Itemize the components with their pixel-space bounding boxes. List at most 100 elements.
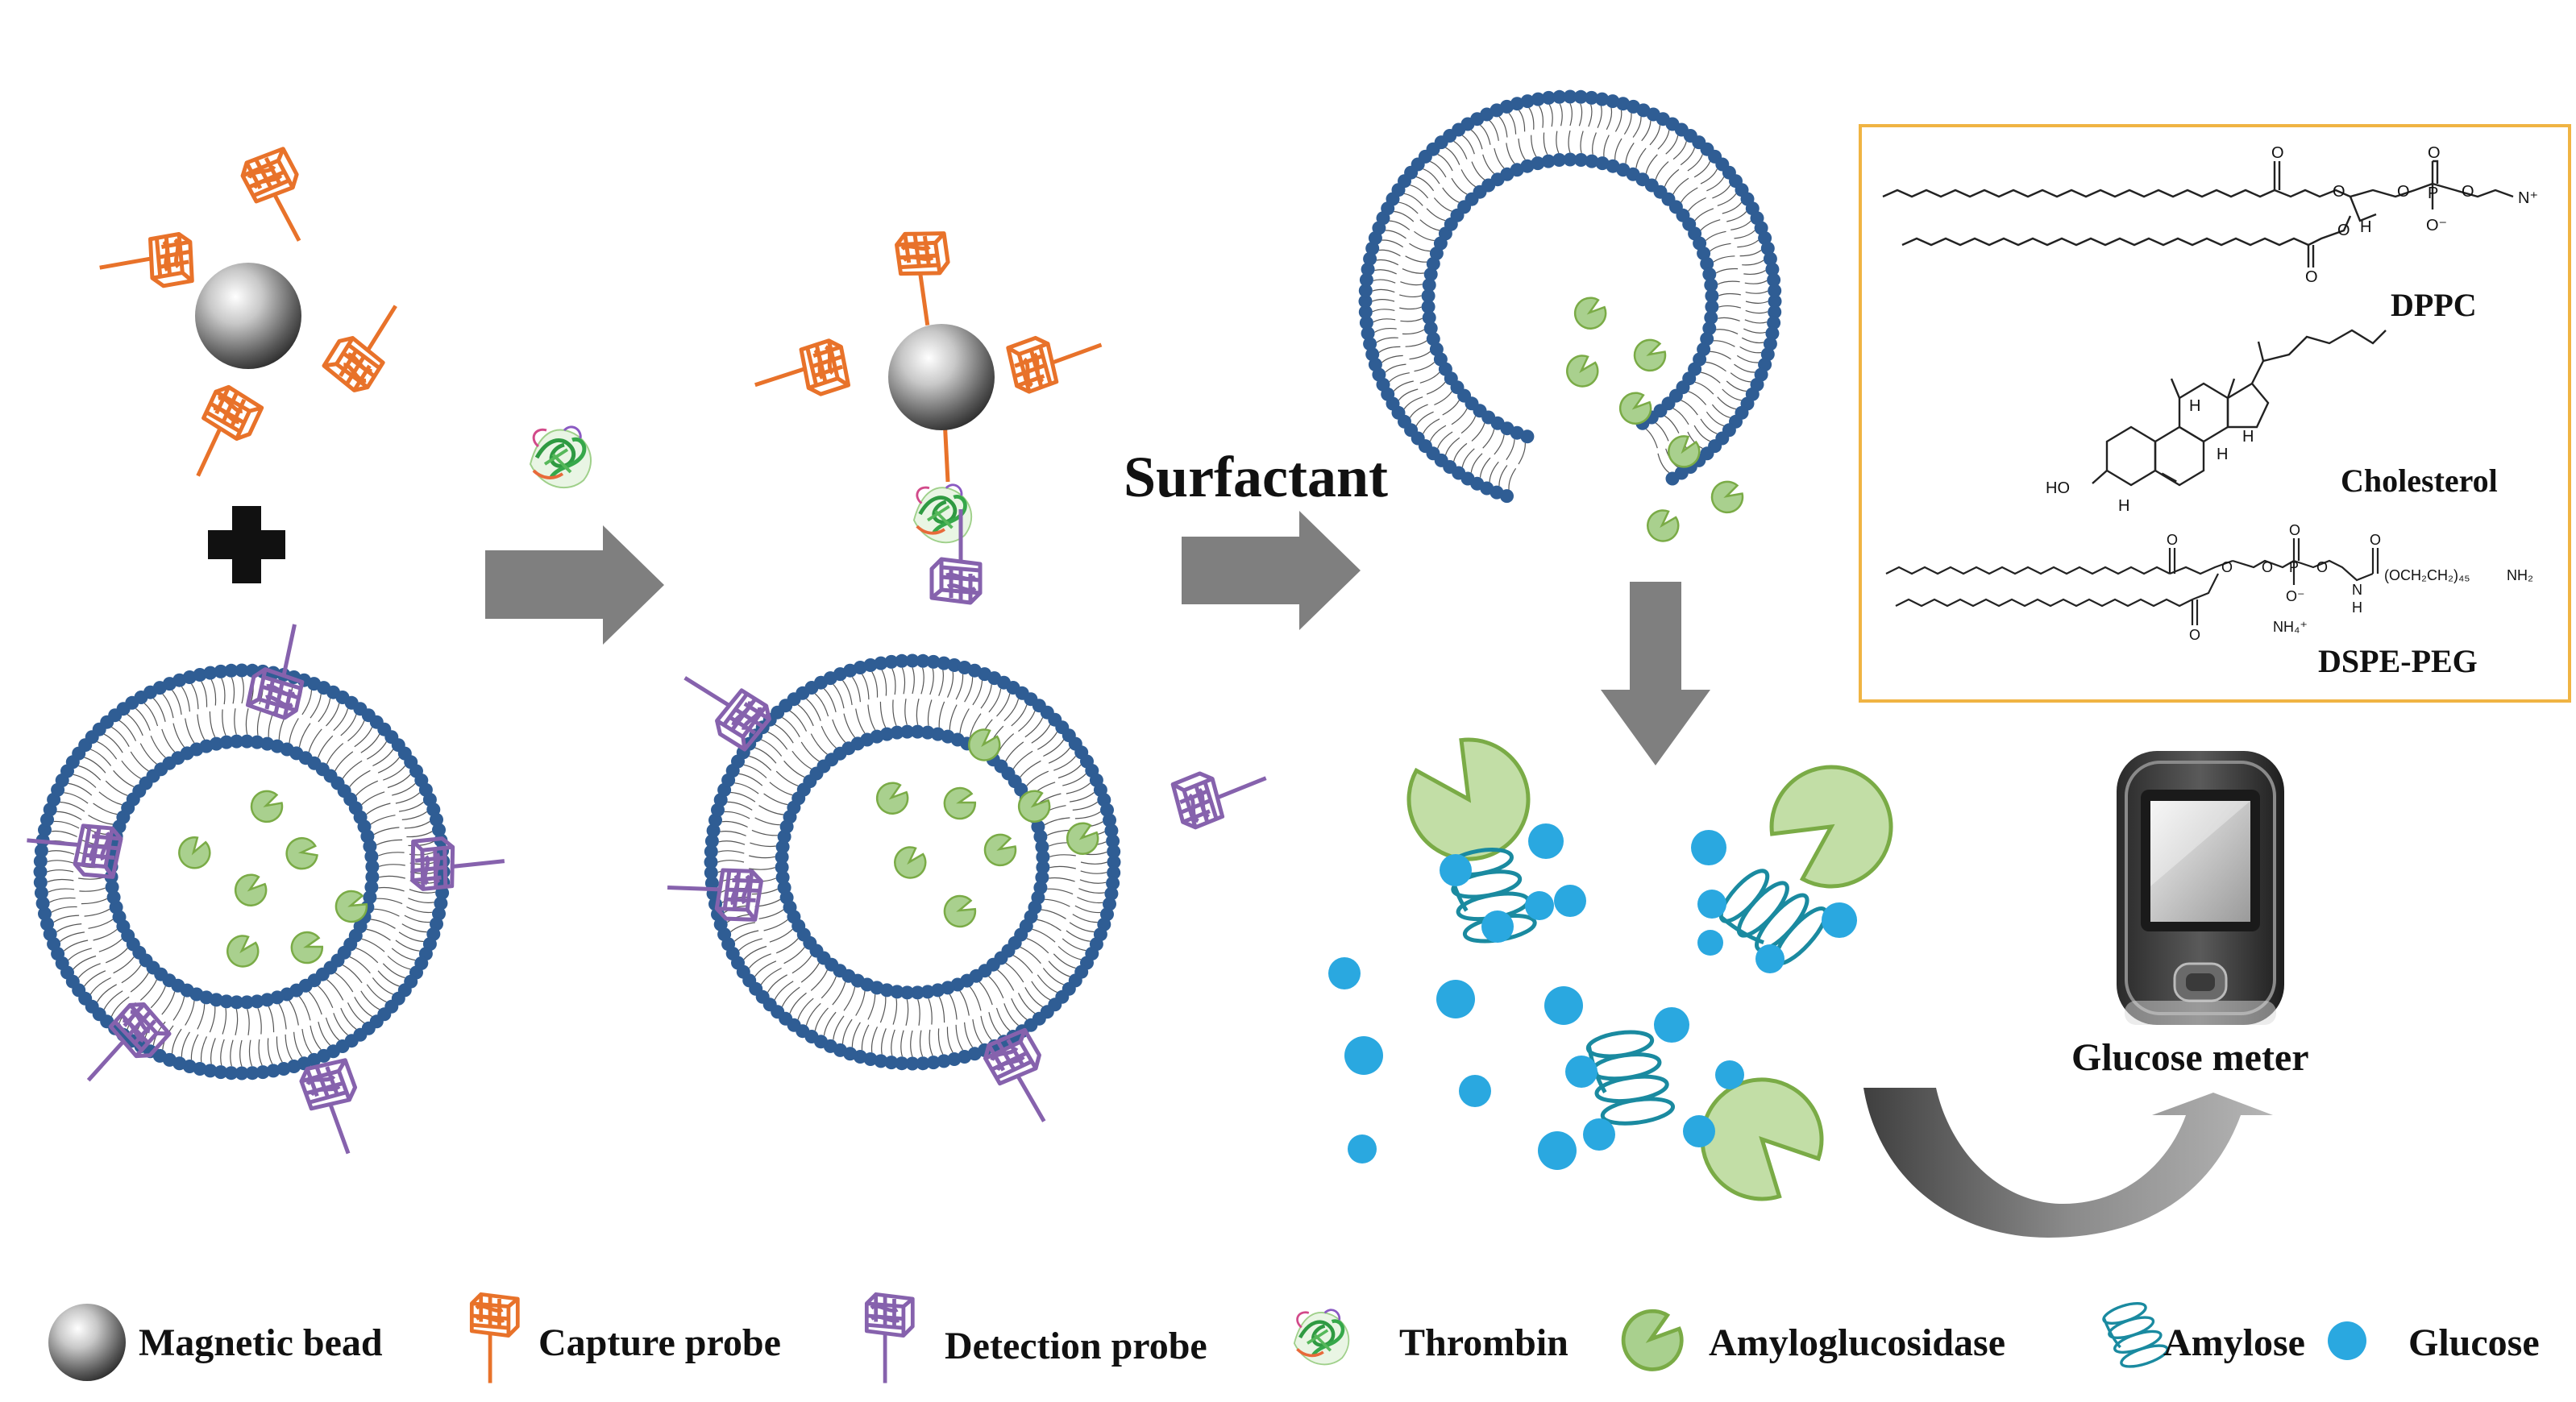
lipid-head-inner (1702, 321, 1717, 335)
lipid-head-outer (33, 875, 48, 890)
lipid-head-outer (40, 917, 54, 931)
lipid-head-inner (230, 734, 244, 749)
lipid-head-outer (1765, 262, 1780, 276)
lipid-head-outer (1531, 92, 1545, 106)
lipid-head-outer (203, 666, 218, 680)
lipid-head-inner (1705, 288, 1719, 303)
lipid-head-inner (1704, 310, 1718, 325)
lipid-head-inner (239, 734, 254, 749)
magnetic-bead (195, 263, 301, 369)
lipid-head-outer (916, 1056, 930, 1071)
legend-amyloglucosidase-icon (1623, 1311, 1681, 1369)
lipid-head-inner (250, 735, 264, 749)
lipid-head-outer (38, 906, 52, 921)
dspe-peg-label: DSPE-PEG (2318, 643, 2478, 679)
lipid-head-outer (276, 1062, 291, 1076)
lipid-head-outer (266, 1064, 280, 1078)
lipid-head-inner (1423, 321, 1438, 335)
lipid-head-outer (256, 1065, 270, 1080)
atom-o: O (2428, 144, 2441, 162)
lipid-head-outer (1760, 347, 1775, 362)
lipid-head-outer (182, 670, 197, 684)
lipid-head-inner (1700, 256, 1714, 271)
arrow-2 (1182, 511, 1361, 630)
atom-o: O (2370, 532, 2381, 548)
lipid-head-outer (706, 823, 721, 838)
atom-o: O (2397, 183, 2410, 201)
lipid-head-outer (895, 1056, 909, 1071)
lipid-head-outer (1365, 241, 1380, 255)
lipid-head-outer (947, 658, 962, 672)
atom-o: O (2221, 559, 2233, 575)
lipid-head-outer (34, 886, 48, 900)
lipid-head-inner (1585, 154, 1599, 168)
lipid-head-outer (1585, 90, 1599, 105)
lipid-head-outer (1363, 337, 1377, 351)
legend-capture-probe-icon (472, 1294, 517, 1383)
lipid-head-outer (35, 896, 50, 910)
legend-glucose-icon (2328, 1321, 2366, 1360)
lipid-head-outer (895, 653, 909, 668)
atom-h: H (2217, 446, 2228, 463)
atom-h: H (2352, 599, 2362, 616)
lipid-head-outer (1616, 97, 1631, 111)
lipid-head-inner (910, 724, 924, 739)
lipid-head-inner (910, 985, 924, 1000)
atom-o: O (2189, 627, 2200, 643)
lipid-head-outer (863, 1052, 878, 1066)
legend-detection-probe-icon (866, 1294, 912, 1383)
lipid-head-inner (1426, 256, 1440, 271)
legend-amylose-icon (2100, 1297, 2171, 1373)
legend: Magnetic bead Capture probe Detection pr… (48, 1294, 2540, 1383)
lipid-head-inner (879, 727, 894, 741)
magnetic-bead-bound (888, 324, 995, 430)
lipid-head-inner (1700, 332, 1714, 346)
lipid-head-outer (926, 1056, 941, 1070)
lipid-head-outer (432, 823, 446, 837)
legend-thrombin-icon (1294, 1310, 1349, 1365)
lipid-head-outer (1595, 92, 1610, 106)
lipid-head-inner (1423, 268, 1438, 281)
lipid-head-outer (224, 1066, 239, 1081)
lipid-head-inner (250, 994, 264, 1009)
lipid-head-outer (1767, 272, 1781, 287)
plus-sign (208, 506, 285, 583)
lipid-head-inner (1705, 300, 1719, 314)
lipid-head-inner (775, 870, 790, 885)
lipid-head-outer (1368, 358, 1382, 371)
lipid-head-outer (1758, 231, 1772, 245)
atom-o: O (2316, 559, 2328, 575)
atom-h: H (2360, 218, 2371, 236)
lipid-head-outer (1520, 94, 1535, 109)
lipid-head-inner (230, 995, 244, 1010)
lipid-head-inner (363, 839, 377, 853)
lipid-head-inner (365, 860, 380, 874)
lipid-head-outer (937, 656, 951, 670)
dspe-peg-structure (1885, 538, 2379, 625)
lipid-head-outer (1358, 284, 1373, 298)
lipid-head-outer (193, 668, 207, 682)
lipid-head-inner (920, 725, 935, 740)
lipid-head-inner (1697, 247, 1711, 260)
lipid-head-outer (884, 1056, 899, 1070)
lipid-head-outer (704, 834, 719, 848)
arrow-4-curved (1863, 1088, 2273, 1238)
lipid-head-outer (1510, 97, 1524, 111)
atom-h: H (2189, 397, 2200, 415)
lipid-head-outer (1104, 823, 1119, 838)
lipid-head-outer (1760, 241, 1775, 255)
lipid-head-outer (926, 654, 941, 669)
surfactant-label: Surfactant (1124, 445, 1388, 509)
lipid-head-outer (905, 1056, 920, 1071)
lipid-head-outer (1106, 876, 1120, 890)
lipid-head-outer (1358, 294, 1373, 309)
lipid-head-outer (235, 663, 249, 678)
lipid-head-outer (874, 1054, 888, 1068)
lipid-head-outer (704, 855, 718, 869)
atom-o: O (2271, 144, 2284, 162)
legend-capture-probe-label: Capture probe (538, 1321, 781, 1364)
lipid-head-outer (33, 865, 48, 879)
lipid-head-inner (219, 735, 234, 749)
cholesterol-label: Cholesterol (2341, 462, 2498, 499)
